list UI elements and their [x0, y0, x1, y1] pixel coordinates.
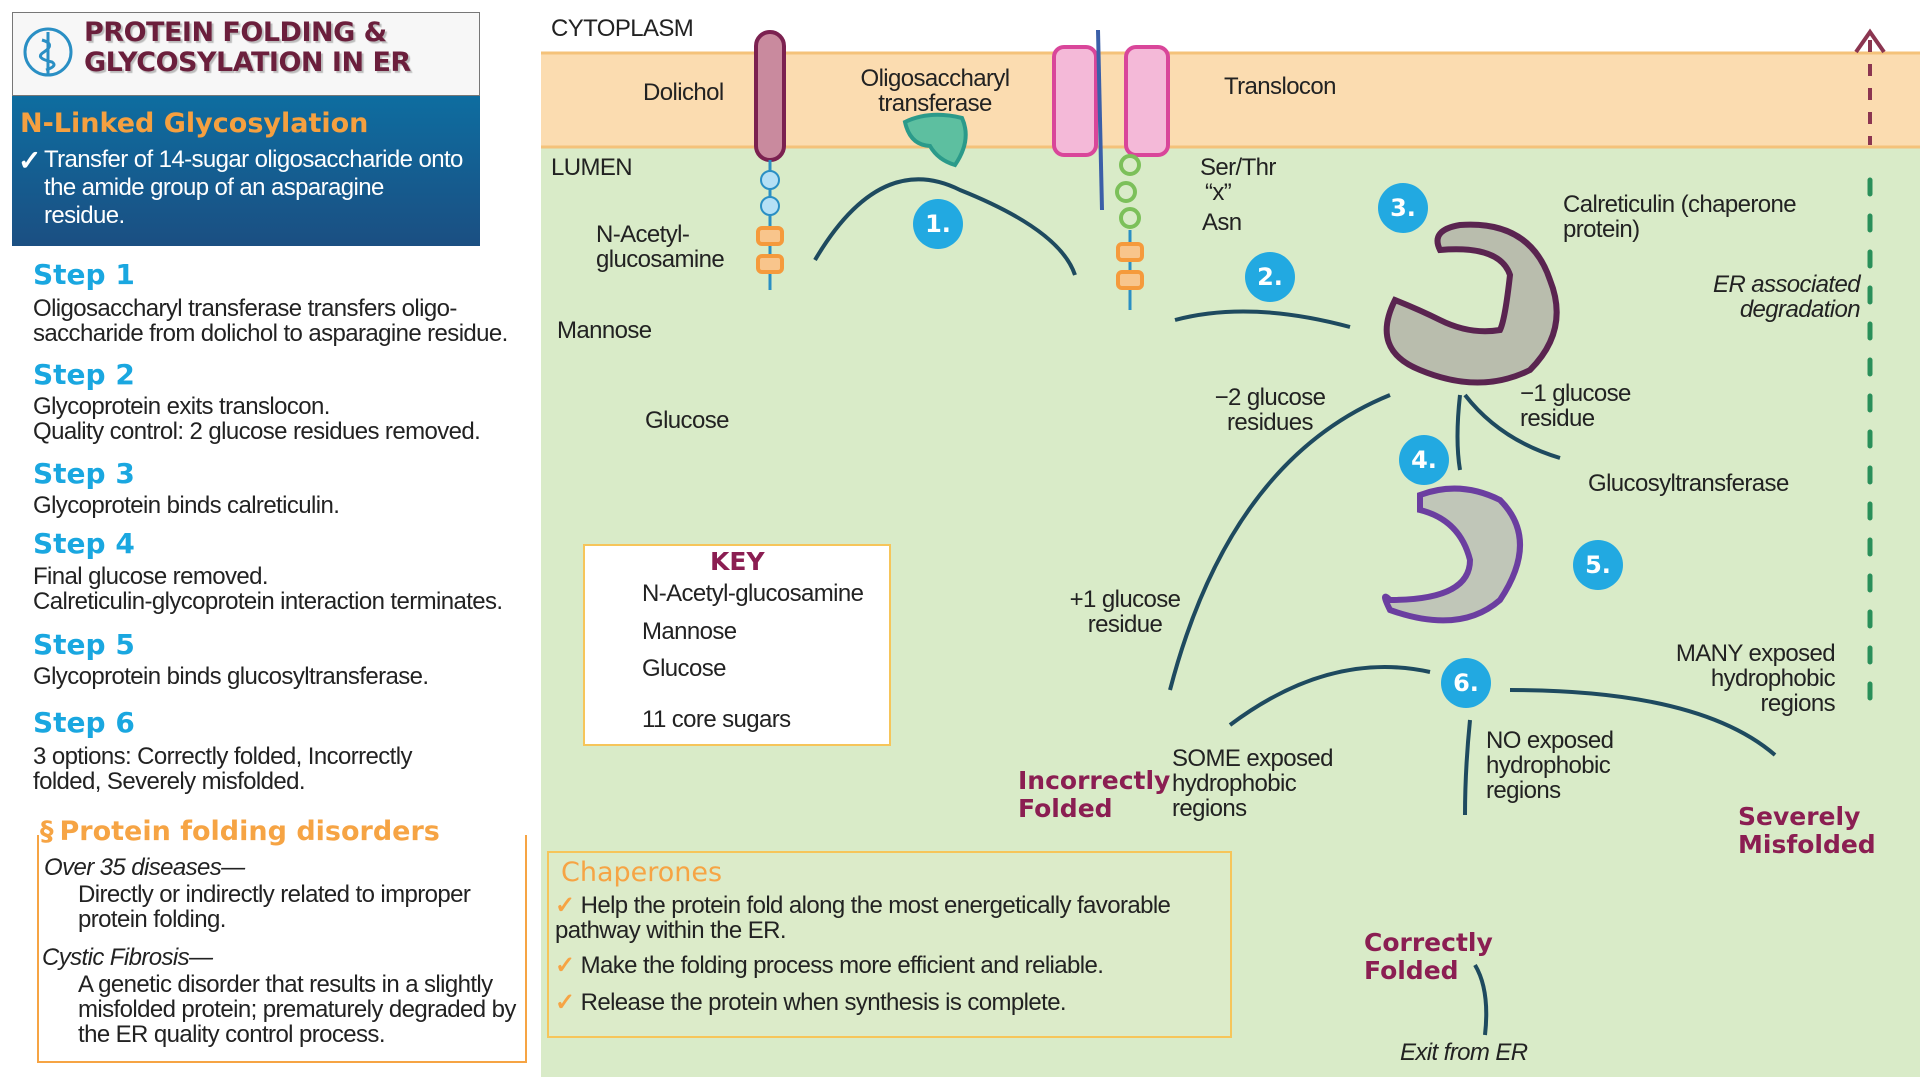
- step-6-title: Step 6: [33, 706, 135, 739]
- incorrectly-folded-label: Incorrectly Folded: [1018, 766, 1171, 823]
- step-3-title: Step 3: [33, 457, 135, 490]
- key-item: 11 core sugars: [642, 706, 791, 733]
- translocon-label: Translocon: [1224, 73, 1336, 100]
- dolichol-icon: [754, 30, 786, 162]
- check-icon: ✓: [555, 892, 575, 919]
- step-4-badge: 4.: [1399, 435, 1449, 485]
- lumen-label: LUMEN: [551, 154, 633, 181]
- disorder-term: Cystic Fibrosis—: [42, 944, 213, 971]
- minus1-label: −1 glucose residue: [1520, 380, 1631, 432]
- nag-label: N-Acetyl-glucosamine: [596, 221, 725, 273]
- nlinked-text: Transfer of 14-sugar oligosaccharide ont…: [44, 146, 463, 229]
- step-5-text: Glycoprotein binds glucosyltransferase.: [33, 663, 429, 690]
- pathway-arrows: [813, 177, 1777, 1036]
- ost-label: Oligosaccharyl transferase: [860, 65, 1011, 117]
- step-1-badge: 1.: [913, 199, 963, 249]
- step-4-text: Final glucose removed.Calreticulin-glyco…: [33, 563, 503, 615]
- glucose-label: Glucose: [645, 407, 729, 434]
- cytoplasm-label: CYTOPLASM: [551, 15, 694, 42]
- x-label: “x”: [1205, 179, 1232, 206]
- title-box: [12, 12, 480, 96]
- exit-label: Exit from ER: [1400, 1039, 1528, 1066]
- key-title: KEY: [710, 547, 765, 576]
- page-title: PROTEIN FOLDING &GLYCOSYLATION IN ER: [84, 17, 411, 78]
- no-label: NO exposed hydrophobic regions: [1486, 727, 1614, 804]
- nag-icon: [756, 254, 784, 274]
- glucosyltransferase-label: Glucosyltransferase: [1588, 470, 1789, 497]
- step-1-title: Step 1: [33, 258, 135, 291]
- step-4-title: Step 4: [33, 527, 135, 560]
- phosphate-icon: [760, 170, 780, 190]
- correctly-folded-label: Correctly Folded: [1364, 928, 1493, 985]
- chaperones-box: [547, 851, 1232, 1038]
- step-6-badge: 6.: [1441, 658, 1491, 708]
- asn-label: Asn: [1202, 209, 1242, 236]
- key-item: Glucose: [642, 655, 726, 682]
- translocon-icon: [1052, 45, 1098, 157]
- membrane-band: [541, 53, 1920, 147]
- key-box: [583, 544, 891, 746]
- disorders-title: §Protein folding disorders: [40, 816, 446, 847]
- check-icon: ✓: [18, 145, 42, 176]
- nag-icon: [756, 226, 784, 246]
- many-label: MANY exposed hydrophobic regions: [1675, 640, 1836, 717]
- chaperone-item: ✓ Release the protein when synthesis is …: [555, 989, 1067, 1016]
- minus2-label: −2 glucose residues: [1214, 384, 1326, 436]
- step-2-text: Glycoprotein exits translocon.Quality co…: [33, 393, 481, 445]
- phosphate-icon: [760, 196, 780, 216]
- dolichol-label: Dolichol: [643, 79, 724, 106]
- glucosyltransferase-icon: [1382, 485, 1523, 624]
- key-item: Mannose: [642, 618, 737, 645]
- some-label: SOME exposed hydrophobic regions: [1172, 745, 1333, 822]
- chaperone-item: ✓ Make the folding process more efficien…: [555, 952, 1104, 979]
- step-2-title: Step 2: [33, 358, 135, 391]
- step-1-text: Oligosaccharyl transferase transfers oli…: [33, 295, 508, 347]
- nlinked-title: N-Linked Glycosylation: [20, 108, 369, 139]
- disorder-term: Over 35 diseases—: [44, 854, 245, 881]
- step-2-badge: 2.: [1245, 252, 1295, 302]
- mannose-label: Mannose: [557, 317, 652, 344]
- disorders-box: [37, 835, 527, 1063]
- calreticulin-icon: [1383, 221, 1560, 386]
- check-icon: ✓: [555, 989, 575, 1016]
- calreticulin-label: Calreticulin (chaperone protein): [1563, 191, 1797, 243]
- disorder-desc: Directly or indirectly related to improp…: [78, 881, 471, 933]
- caduceus-icon: §: [40, 816, 54, 847]
- step-3-text: Glycoprotein binds calreticulin.: [33, 492, 340, 519]
- step-3-badge: 3.: [1378, 183, 1428, 233]
- check-icon: ✓: [555, 952, 575, 979]
- step-5-badge: 5.: [1573, 540, 1623, 590]
- erad-label: ER associated degradation: [1713, 271, 1861, 323]
- caduceus-icon: [23, 27, 73, 77]
- chaperones-title: Chaperones: [561, 857, 723, 888]
- key-item: N-Acetyl-glucosamine: [642, 580, 864, 607]
- ost-icon: [902, 112, 968, 168]
- nlinked-box: [12, 96, 480, 246]
- disorder-desc: A genetic disorder that results in a sli…: [78, 971, 516, 1048]
- severely-misfolded-label: Severely Misfolded: [1738, 802, 1876, 859]
- step-6-text: 3 options: Correctly folded, Incorrectly…: [33, 743, 412, 795]
- chaperone-item: ✓ Help the protein fold along the most e…: [555, 892, 1171, 944]
- step-5-title: Step 5: [33, 628, 135, 661]
- ser-thr-label: Ser/Thr: [1200, 154, 1276, 181]
- plus1-label: +1 glucose residue: [1069, 586, 1181, 638]
